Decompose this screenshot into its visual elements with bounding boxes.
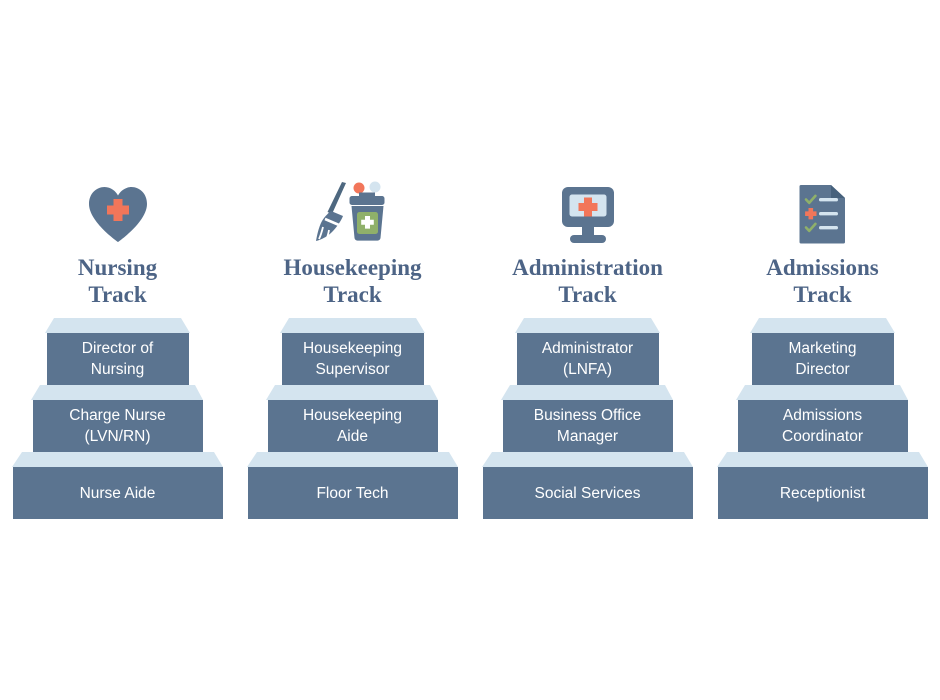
pyramid-step-base[interactable]: Social Services: [470, 452, 705, 519]
step-label: Social Services: [534, 484, 641, 502]
track-title-housekeeping: Housekeeping Track: [235, 254, 470, 308]
step-front-face: Receptionist: [717, 467, 928, 519]
track-title-line1: Housekeeping: [283, 255, 422, 280]
track-title-admissions: Admissions Track: [705, 254, 940, 308]
step-label: Charge Nurse(LVN/RN): [69, 407, 166, 445]
track-title-line1: Nursing: [77, 255, 158, 280]
broom-bucket-icon: [235, 181, 470, 244]
step-top-face: [470, 318, 705, 333]
checklist-document-icon: [705, 182, 940, 244]
track-title-line2: Track: [323, 282, 382, 307]
step-top-face: [470, 385, 705, 400]
pyramid-step-top[interactable]: Administrator(LNFA): [470, 318, 705, 385]
pyramid-step-base[interactable]: Floor Tech: [235, 452, 470, 519]
step-top-face: [0, 452, 235, 467]
track-title-nursing: Nursing Track: [0, 254, 235, 308]
step-label: Receptionist: [779, 484, 866, 502]
step-top-face: [0, 318, 235, 333]
heart-medical-icon: [0, 182, 235, 244]
step-label: Nurse Aide: [79, 484, 156, 502]
step-label: Floor Tech: [316, 484, 389, 502]
step-front-face: Administrator(LNFA): [516, 333, 659, 385]
track-title-administration: Administration Track: [470, 254, 705, 308]
monitor-medical-icon: [470, 182, 705, 244]
step-top-face: [705, 452, 940, 467]
track-administration: Administration Track Administrator(LNFA): [470, 0, 705, 700]
track-title-line1: Administration: [512, 255, 663, 280]
step-top-face: [235, 452, 470, 467]
track-title-line2: Track: [558, 282, 617, 307]
step-front-face: Floor Tech: [247, 467, 458, 519]
step-top-face: [705, 385, 940, 400]
pyramid-step-middle[interactable]: Charge Nurse(LVN/RN): [0, 385, 235, 452]
step-top-face: [0, 385, 235, 400]
step-top-face: [235, 318, 470, 333]
track-title-line2: Track: [88, 282, 147, 307]
step-top-face: [470, 452, 705, 467]
step-front-face: Charge Nurse(LVN/RN): [32, 400, 203, 452]
step-front-face: Social Services: [482, 467, 693, 519]
pyramid-step-base[interactable]: Receptionist: [705, 452, 940, 519]
track-title-line1: Admissions: [766, 255, 879, 280]
track-title-line2: Track: [793, 282, 852, 307]
step-top-face: [235, 385, 470, 400]
pyramid-step-base[interactable]: Nurse Aide: [0, 452, 235, 519]
step-top-face: [705, 318, 940, 333]
step-front-face: Nurse Aide: [12, 467, 223, 519]
step-label: Administrator(LNFA): [541, 340, 634, 378]
